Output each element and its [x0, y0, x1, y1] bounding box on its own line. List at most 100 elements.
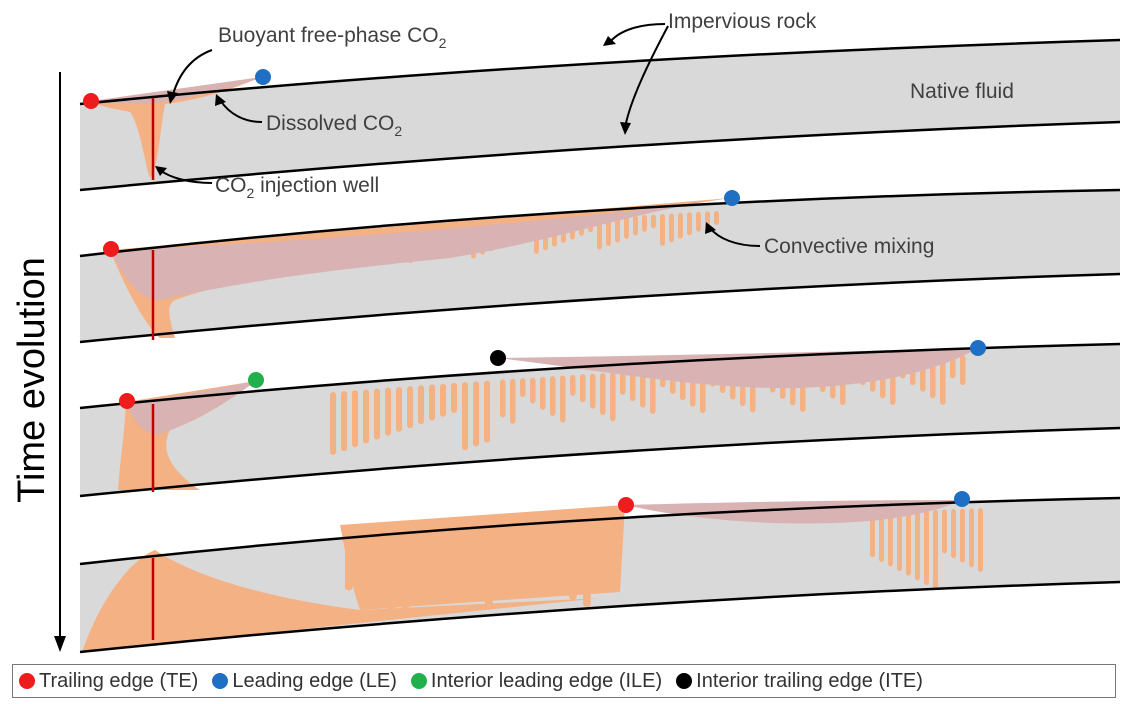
legend-label: Leading edge (LE) — [232, 669, 397, 692]
edge-marker-dot — [248, 372, 264, 388]
convective-finger — [620, 371, 626, 395]
layer-bottom-boundary — [79, 580, 1121, 654]
convective-finger — [555, 529, 563, 593]
time-axis-arrowhead — [54, 636, 66, 652]
convective-finger — [345, 545, 353, 591]
buoyant-co2-label: Buoyant free-phase CO2 — [218, 24, 447, 51]
convective-finger — [540, 376, 546, 410]
convective-finger — [473, 381, 480, 447]
convective-finger — [569, 528, 577, 600]
impervious-rock-label: Impervious rock — [668, 10, 817, 33]
rock-layer-2 — [80, 190, 1120, 342]
edge-marker-dot — [255, 69, 271, 85]
convective-finger — [951, 509, 956, 559]
convective-finger — [499, 533, 507, 565]
convective-finger — [642, 214, 647, 232]
convective-finger — [443, 537, 451, 588]
convective-finger — [960, 355, 966, 386]
convective-finger — [374, 388, 381, 440]
convective-finger — [687, 212, 692, 236]
edge-marker-dot — [119, 393, 135, 409]
convective-finger — [510, 378, 516, 424]
convective-finger — [451, 382, 458, 413]
convective-finger — [387, 541, 395, 611]
edge-marker-dot — [103, 241, 119, 257]
convective-finger — [401, 540, 409, 618]
convective-finger — [570, 374, 576, 396]
layer-bottom-boundary — [79, 272, 1121, 344]
arrowhead-2 — [620, 122, 631, 135]
legend-label: Trailing edge (TE) — [39, 669, 199, 692]
convective-finger — [520, 378, 526, 398]
convective-finger — [484, 380, 491, 443]
edge-marker-dot — [490, 350, 506, 366]
convective-finger — [541, 530, 549, 586]
convective-finger — [940, 355, 946, 405]
convective-finger — [678, 212, 683, 239]
arrowhead-3 — [167, 91, 178, 104]
convective-finger — [359, 544, 367, 598]
convective-finger — [633, 215, 638, 236]
convective-finger — [906, 510, 911, 576]
convective-finger — [471, 535, 479, 602]
convective-finger — [530, 377, 536, 404]
edge-marker-dot — [83, 93, 99, 109]
impervious-arrow-1 — [609, 23, 666, 43]
convective-finger — [583, 527, 591, 607]
dissolved-co2-label: Dissolved CO2 — [266, 112, 402, 139]
convective-finger — [513, 532, 521, 572]
legend-dot-icon — [676, 673, 693, 689]
convective-finger — [527, 531, 535, 579]
arrowhead-5 — [155, 166, 167, 176]
edge-marker-dot — [970, 340, 986, 356]
convective-finger — [615, 216, 620, 243]
native-fluid-label: Native fluid — [910, 80, 1014, 103]
buoyant-arrow — [171, 49, 213, 99]
convective-finger — [341, 391, 348, 452]
edge-marker-dot — [954, 491, 970, 507]
legend-dot-icon — [410, 673, 427, 689]
edge-marker-dot — [618, 497, 634, 513]
impervious-arrow-2 — [624, 25, 669, 129]
convective-finger — [978, 508, 983, 573]
convective-finger — [610, 372, 616, 422]
convective-finger — [429, 384, 436, 421]
layer-top-boundary — [79, 342, 1121, 410]
convective-finger — [669, 213, 674, 243]
convective-finger — [352, 390, 359, 448]
dissolved-co2-region — [82, 550, 600, 652]
convective-finger — [651, 214, 656, 229]
convective-finger — [879, 511, 884, 562]
convective-finger — [363, 389, 370, 444]
convective-finger — [396, 386, 403, 432]
convective-finger — [950, 355, 956, 379]
convective-finger — [373, 542, 381, 604]
rock-layer-1 — [80, 40, 1120, 190]
convective-finger — [611, 525, 619, 570]
convective-finger — [660, 213, 665, 246]
legend-item: Interior leading edge (ILE) — [410, 669, 663, 693]
convective-mixing-label: Convective mixing — [764, 235, 934, 258]
convective-finger — [870, 512, 875, 558]
free-phase-co2-plume — [92, 77, 262, 104]
convective-finger — [330, 392, 337, 456]
convective-finger — [960, 508, 965, 563]
convective-finger — [415, 539, 423, 574]
convective-finger — [429, 538, 437, 581]
convective-finger — [580, 374, 586, 403]
convective-finger — [600, 373, 606, 415]
convective-finger — [418, 385, 425, 425]
legend-dot-icon — [19, 673, 35, 689]
legend: Trailing edge (TE) Leading edge (LE) Inter… — [12, 664, 1116, 698]
legend-label: Interior leading edge (ILE) — [430, 669, 663, 692]
convective-finger — [888, 511, 893, 567]
edge-marker-dot — [724, 190, 740, 206]
layer-bottom-boundary — [79, 120, 1121, 192]
legend-dot-icon — [212, 673, 229, 689]
convective-finger — [407, 386, 414, 429]
convective-finger — [696, 211, 701, 232]
convective-finger — [485, 534, 493, 609]
free-phase-co2-plume — [110, 198, 730, 300]
convective-finger — [924, 510, 929, 586]
time-evolution-label: Time evolution — [11, 257, 53, 503]
